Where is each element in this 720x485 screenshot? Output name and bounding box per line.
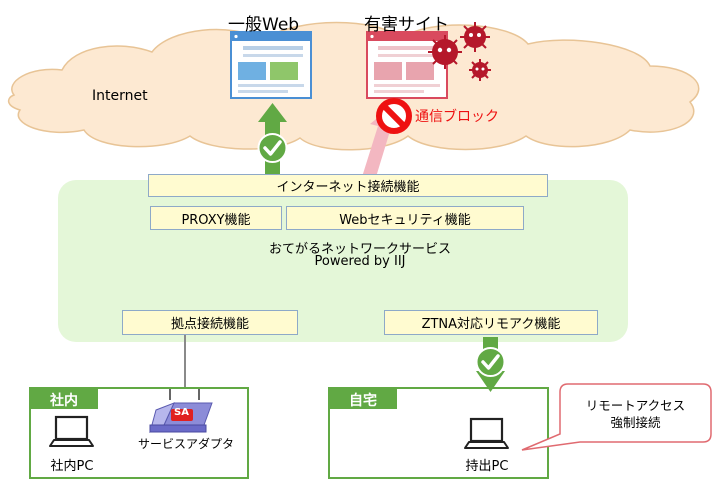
callout-line1: リモートアクセス xyxy=(585,398,686,413)
virus-icon xyxy=(428,22,491,81)
harmful-site-title: 有害サイト xyxy=(364,15,449,35)
internet-label: Internet xyxy=(92,88,148,104)
router-icon xyxy=(149,389,213,433)
harmful-site-window xyxy=(366,31,448,99)
callout-bubble xyxy=(521,383,712,451)
check-icon xyxy=(475,347,506,377)
laptop-icon xyxy=(49,415,94,447)
internet-function-box: インターネット接続機能 xyxy=(148,174,548,197)
callout-line2: 強制接続 xyxy=(610,415,661,430)
service-name: おてがるネットワークサービス xyxy=(268,242,451,257)
home-box xyxy=(328,387,549,479)
proxy-function-box: PROXY機能 xyxy=(150,206,282,230)
virus-eyes xyxy=(437,33,485,71)
websec-function-box: Webセキュリティ機能 xyxy=(286,206,524,230)
block-icon xyxy=(376,98,412,134)
check-icon xyxy=(257,133,288,163)
adapter-badge: SA xyxy=(174,407,189,418)
internet-cloud xyxy=(7,21,700,151)
office-title: 社内 xyxy=(50,393,78,409)
ztna-function-box: ZTNA対応リモアク機能 xyxy=(384,310,598,335)
general-web-window xyxy=(230,31,312,99)
adapter-label: サービスアダプタ xyxy=(137,437,234,451)
block-label: 通信ブロック xyxy=(415,109,499,125)
general-web-title: 一般Web xyxy=(228,15,300,35)
site-function-box: 拠点接続機能 xyxy=(122,310,298,335)
office-pc-label: 社内PC xyxy=(50,459,94,474)
laptop-icon xyxy=(464,417,509,449)
home-pc-label: 持出PC xyxy=(465,459,509,474)
service-powered: Powered by IIJ xyxy=(314,254,406,269)
home-title: 自宅 xyxy=(349,393,377,409)
